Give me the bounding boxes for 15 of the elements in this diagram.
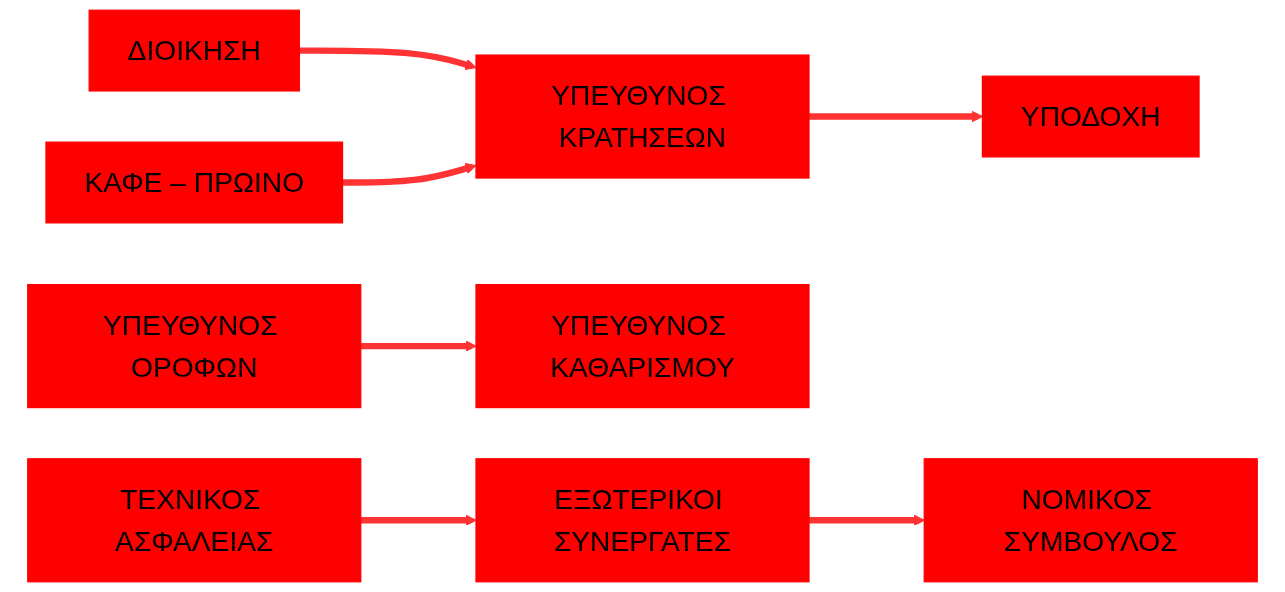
arrow — [342, 163, 477, 186]
node-box: ΥΠΕΥΘΥΝΟΣ ΟΡΟΦΩΝ — [27, 284, 362, 409]
node-box: ΝΟΜΙΚΟΣ ΣΥΜΒΟΥΛΟΣ — [923, 458, 1258, 583]
node-box: ΥΠΕΥΘΥΝΟΣ ΚΡΑΤΗΣΕΩΝ — [475, 54, 810, 179]
node-box: ΥΠΟΔΟΧΗ — [981, 75, 1200, 158]
arrow — [809, 514, 925, 526]
node-box: ΚΑΦΕ – ΠΡΩΙΝΟ — [45, 141, 344, 224]
arrow — [809, 110, 983, 123]
arrow — [360, 340, 477, 352]
node-box: ΕΞΩΤΕΡΙΚΟΙ ΣΥΝΕΡΓΑΤΕΣ — [475, 458, 810, 583]
node-box: ΔΙΟΙΚΗΣΗ — [88, 9, 300, 92]
arrow — [360, 514, 477, 526]
arrow — [299, 47, 477, 71]
node-box: ΥΠΕΥΘΥΝΟΣ ΚΑΘΑΡΙΣΜΟΥ — [475, 284, 810, 409]
node-box: ΤΕΧΝΙΚΟΣ ΑΣΦΑΛΕΙΑΣ — [27, 458, 362, 583]
